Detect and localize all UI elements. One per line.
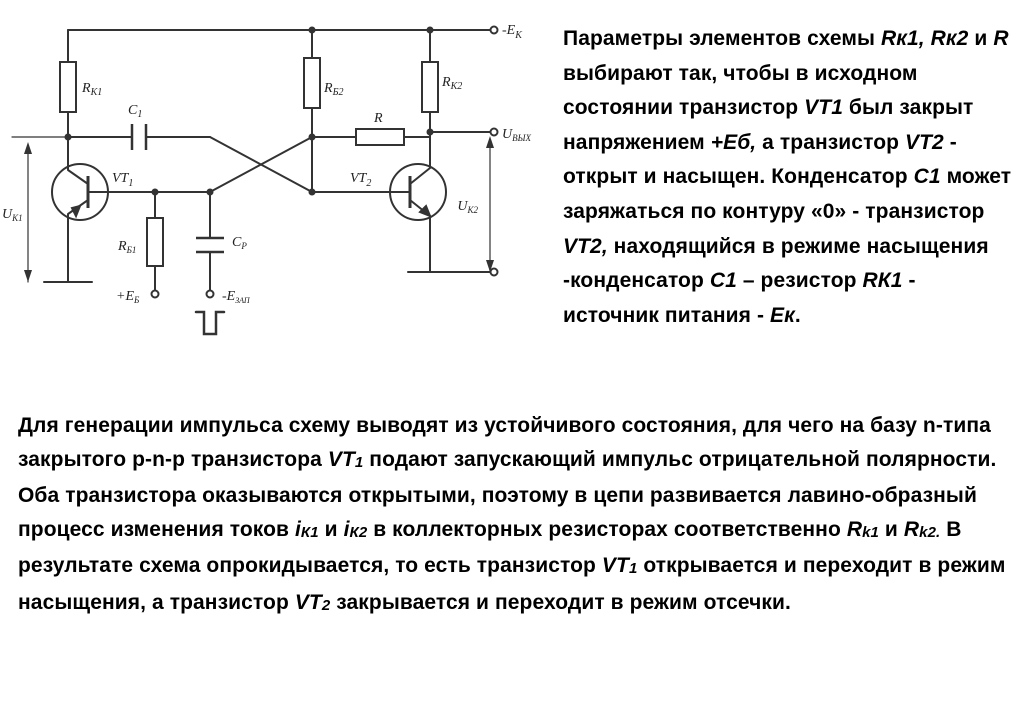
resistor-rk1	[59, 61, 77, 113]
label-c1: C1	[128, 103, 142, 120]
circuit-wires	[11, 29, 491, 336]
capacitor-cp	[196, 236, 224, 254]
capacitor-c1	[130, 124, 148, 150]
label-rb1: RБ1	[117, 239, 136, 255]
label-rb2: RБ2	[323, 81, 343, 98]
label-ezap: -EЗАП	[222, 289, 251, 305]
label-rk1: RК1	[81, 81, 102, 98]
label-ek: -EК	[502, 23, 523, 41]
transistor-vt1	[51, 163, 109, 221]
label-cp: CP	[232, 235, 247, 251]
bottom-description-paragraph: Для генерации импульса схему выводят из …	[18, 414, 1006, 614]
resistor-rb1	[146, 217, 164, 267]
resistor-rb2	[303, 57, 321, 109]
capacitors	[130, 124, 224, 254]
label-uvyx: UВЫХ	[502, 127, 531, 143]
terminals	[150, 25, 499, 299]
label-vt2: VT2	[350, 171, 371, 189]
label-eb: +EБ	[116, 289, 140, 305]
measurement-arrows	[24, 136, 494, 282]
label-vt1: VT1	[112, 171, 133, 189]
label-rk2: RК2	[441, 75, 462, 92]
label-uk2: UК2	[457, 199, 478, 215]
junction-dots	[64, 26, 434, 196]
resistor-r	[355, 128, 405, 146]
transistor-vt2	[389, 163, 447, 221]
monostable-multivibrator-schematic: -EК RК1 C1 RБ2 RК2 R UВЫХ VT1 VT2 UК1 UК…	[2, 23, 531, 336]
label-r: R	[373, 111, 383, 126]
label-uk1: UК1	[2, 207, 23, 223]
right-description-paragraph: Параметры элементов схемы Rк1, Rк2 и R в…	[563, 27, 1012, 327]
resistor-rk2	[421, 61, 439, 113]
resistors	[59, 57, 439, 267]
